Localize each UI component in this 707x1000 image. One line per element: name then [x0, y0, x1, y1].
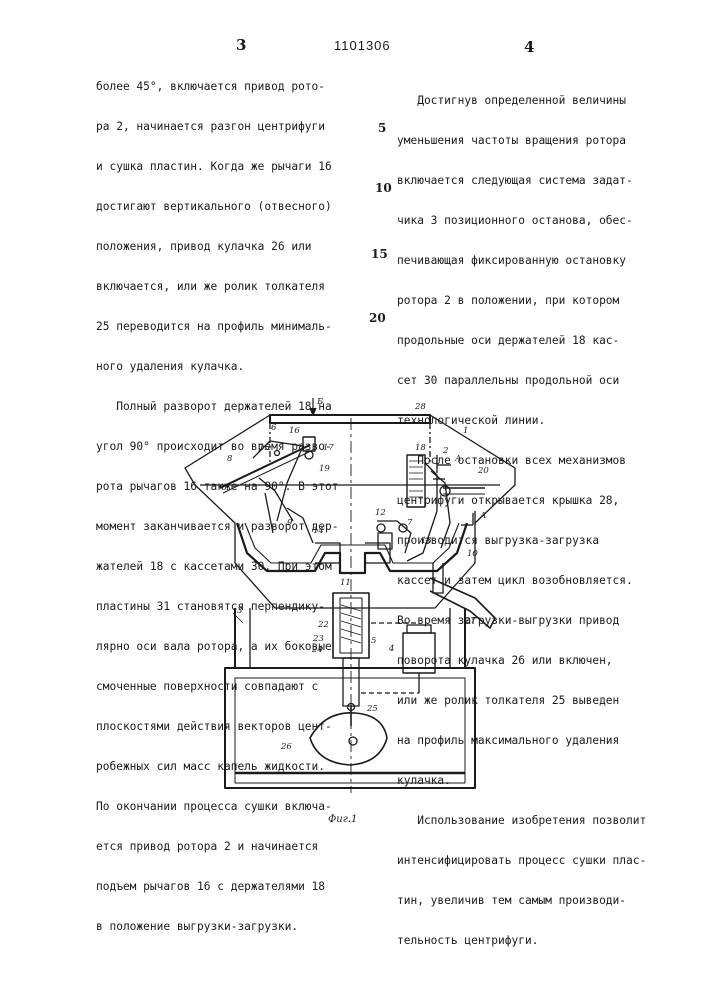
figure-label: 8	[227, 454, 233, 464]
text-line: более 45°, включается привод рото-	[96, 80, 338, 93]
text-line: и сушка пластин. Когда же рычаги 16	[96, 160, 338, 173]
figure-label: 25	[366, 704, 378, 714]
text-line: ротора 2 в положении, при котором	[397, 294, 646, 307]
figure-labels: Б 28 16 6 17 15 8 19 18 1 2 А 20 9 14 12…	[227, 397, 489, 752]
text-line: ется привод ротора 2 и начинается	[96, 840, 338, 853]
figure-label: 17	[323, 443, 334, 453]
figure-label: 4	[388, 644, 394, 654]
figure-label: 2	[442, 446, 448, 456]
figure-label: 11	[340, 578, 351, 588]
line-number: 15	[371, 247, 388, 261]
centrifuge-drawing: Б 28 16 6 17 15 8 19 18 1 2 А 20 9 14 12…	[175, 393, 535, 838]
text-line: тин, увеличив тем самым производи-	[397, 894, 646, 907]
figure-label: 14	[313, 526, 324, 536]
figure-label: 27	[464, 616, 476, 626]
figure-label: 22	[317, 620, 329, 630]
text-line: интенсифицировать процесс сушки плас-	[397, 854, 646, 867]
text-line: уменьшения частоты вращения ротора	[397, 134, 646, 147]
figure-label: Б	[316, 397, 324, 407]
figure-caption: Фиг.1	[328, 814, 357, 825]
text-line: в положение выгрузки-загрузки.	[96, 920, 338, 933]
line-number: 20	[369, 311, 386, 325]
figure-label: А	[454, 454, 461, 464]
figure-label: 12	[375, 508, 386, 518]
figure-label: 15	[259, 443, 270, 453]
text-line: ра 2, начинается разгон центрифуги	[96, 120, 338, 133]
text-line: включается следующая система задат-	[397, 174, 646, 187]
holder-17	[303, 437, 315, 451]
text-line: подъем рычагов 16 с держателями 18	[96, 880, 338, 893]
line-number: 5	[378, 121, 386, 135]
figure-label: 16	[289, 426, 300, 436]
text-line: включается, или же ролик толкателя	[96, 280, 338, 293]
text-line: положения, привод кулачка 26 или	[96, 240, 338, 253]
figure-label: 20	[477, 466, 489, 476]
text-line: продольные оси держателей 18 кас-	[397, 334, 646, 347]
figure-label: 23	[312, 634, 324, 644]
figure-label: 24	[311, 645, 323, 655]
figure-label: 1	[463, 426, 468, 436]
text-line: тельность центрифуги.	[397, 934, 646, 947]
figure-label: 5	[371, 636, 376, 646]
text-line: 25 переводится на профиль минималь-	[96, 320, 338, 333]
text-line: ного удаления кулачка.	[96, 360, 338, 373]
text-line: печивающая фиксированную остановку	[397, 254, 646, 267]
page-number-left: 3	[236, 36, 246, 54]
figure-label: А	[479, 511, 486, 521]
figure-label: 9	[287, 518, 293, 528]
figure-label: 13	[421, 536, 432, 546]
text-line: достигают вертикального (отвесного)	[96, 200, 338, 213]
figure-label: 6	[271, 423, 277, 433]
lid-28	[270, 415, 430, 423]
page-number-right: 4	[524, 38, 534, 56]
figure-label: 10	[467, 549, 478, 559]
text-line: сет 30 параллельны продольной оси	[397, 374, 646, 387]
figure-label: 19	[319, 464, 330, 474]
figure-label: 7	[407, 518, 413, 528]
lower-frame	[225, 668, 475, 788]
cam-26	[310, 713, 387, 765]
figure-label: 18	[415, 443, 426, 453]
line-number: 10	[375, 181, 392, 195]
figure-label: 26	[280, 742, 292, 752]
text-line: чика 3 позиционного останова, обес-	[397, 214, 646, 227]
figure-label: 3	[237, 606, 242, 616]
figure-label: 28	[414, 402, 426, 412]
cassette-18	[407, 455, 425, 507]
text-line: Достигнув определенной величины	[397, 94, 646, 107]
document-number: 1101306	[334, 38, 391, 53]
